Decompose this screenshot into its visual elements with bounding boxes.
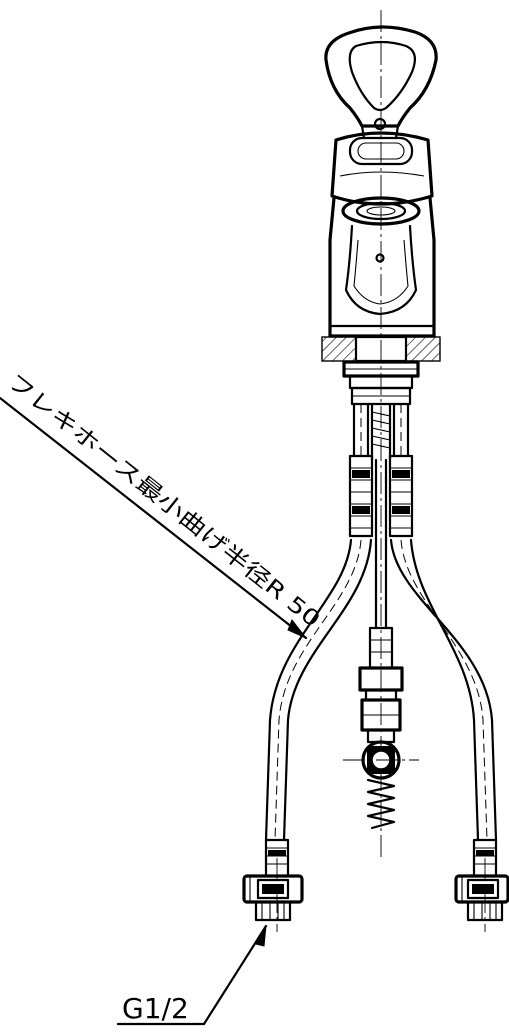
counter-section (321, 335, 441, 406)
thread-note-leader: G1/2 (116, 924, 268, 1026)
left-flex-hose (264, 402, 374, 878)
right-flex-hose (388, 402, 498, 878)
thread-size-label: G1/2 (122, 992, 189, 1025)
lever-pivot (373, 117, 387, 131)
right-connection-nut (454, 858, 509, 932)
left-connection-nut (242, 858, 304, 932)
hose-note-leader: フレキホース最小曲げ半径R 50 (0, 369, 325, 640)
faucet-body (324, 10, 438, 860)
lever-handle (324, 25, 438, 128)
center-shank (343, 402, 419, 830)
hose-bend-radius-label: フレキホース最小曲げ半径R 50 (2, 369, 324, 633)
cartridge-cap (330, 131, 434, 206)
lever-handle-opening (348, 40, 417, 112)
connector-spring (366, 778, 396, 830)
